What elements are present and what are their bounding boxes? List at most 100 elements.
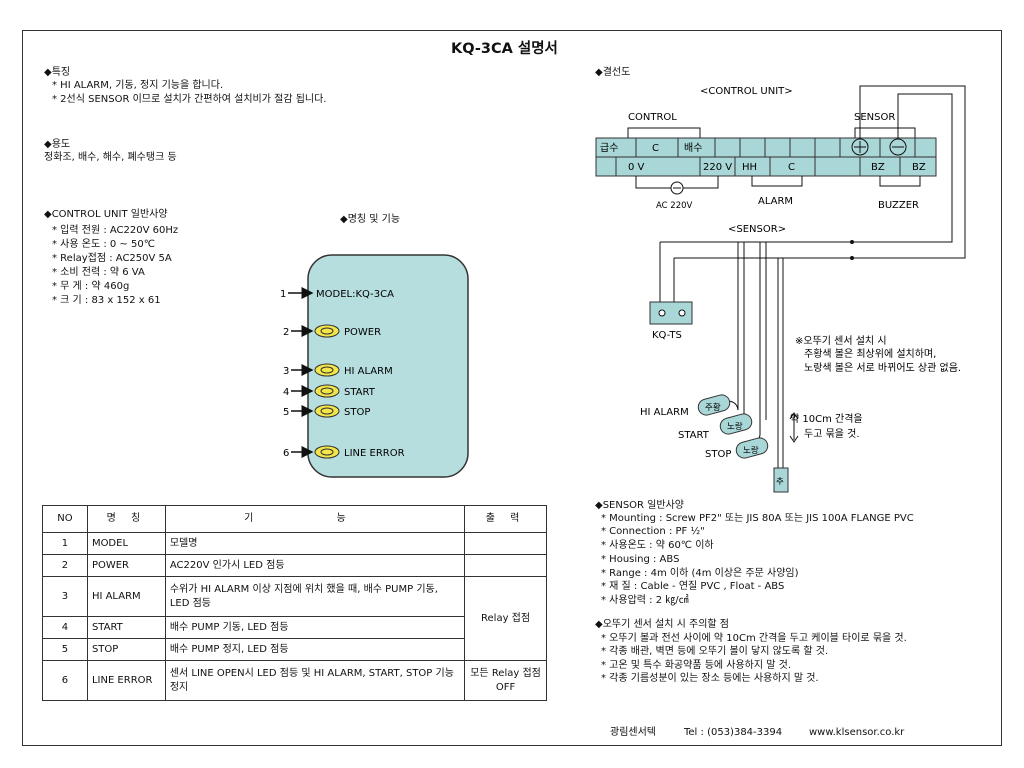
term-water-supply: 급수: [600, 142, 618, 154]
stop-led-icon: [314, 404, 340, 418]
panel-num-3: 3: [283, 366, 289, 377]
cell-no: 6: [42, 660, 88, 701]
yellow-ball-1-icon: [719, 413, 753, 435]
panel-heading: ◆명칭 및 기능: [340, 214, 401, 225]
panel-num-6: 6: [283, 448, 289, 459]
term-220v: 220 V: [703, 162, 732, 173]
panel-num-2: 2: [283, 327, 289, 338]
control-spec-line-3: * Relay접점 : AC250V 5A: [52, 253, 172, 264]
table-row: 2 POWER AC220V 인가시 LED 점등: [42, 554, 547, 577]
ball-yellow-1-label: 노랑: [727, 421, 743, 432]
alarm-label: ALARM: [758, 196, 793, 207]
table-row: 6 LINE ERROR 센서 LINE OPEN시 LED 점등 및 HI A…: [42, 660, 547, 701]
power-led-icon: [314, 324, 340, 338]
cell-function: 배수 PUMP 기동, LED 점등: [164, 616, 466, 639]
cell-no: 3: [42, 576, 88, 617]
panel-label-model: MODEL:KQ-3CA: [316, 289, 394, 300]
caution-line-4: * 각종 기름성분이 있는 장소 등에는 사용하지 말 것.: [601, 673, 819, 684]
page-title: KQ-3CA 설명서: [451, 41, 558, 57]
cautions-heading: ◆오뚜기 센서 설치 시 주의할 점: [595, 619, 729, 630]
hi-alarm-float-label: HI ALARM: [640, 407, 689, 418]
cell-output: [464, 532, 547, 555]
cell-function: 센서 LINE OPEN시 LED 점등 및 HI ALARM, START, …: [164, 660, 466, 701]
th-name: 명 칭: [86, 505, 166, 533]
cell-function: 모델명: [164, 532, 466, 555]
sensor-spec-line-5: * Range : 4m 이하 (4m 이상은 주문 사양임): [601, 568, 799, 579]
start-float-label: START: [678, 430, 710, 441]
cell-no: 2: [42, 554, 88, 577]
weight-label: 추: [776, 477, 784, 487]
table-row: 5 STOP 배수 PUMP 정지, LED 점등: [42, 638, 547, 661]
note-line-3: 노랑색 볼은 서로 바뀌어도 상관 없음.: [804, 361, 961, 374]
note-line-2: 주황색 볼은 최상위에 설치하며,: [804, 347, 936, 360]
start-led-icon: [314, 384, 340, 398]
cell-function: AC220V 인가시 LED 점등: [164, 554, 466, 577]
usage-text: 정화조, 배수, 해수, 폐수탱크 등: [44, 152, 177, 163]
control-unit-label: <CONTROL UNIT>: [700, 86, 793, 97]
kq-ts-box: [649, 301, 693, 325]
sensor-spec-line-2: * Connection : PF ½": [601, 526, 705, 537]
caution-line-3: * 고온 및 특수 화공약품 등에 사용하지 말 것.: [601, 660, 792, 671]
stop-float-label: STOP: [705, 449, 731, 460]
cell-name: MODEL: [86, 532, 166, 555]
term-drain: 배수: [684, 142, 702, 154]
control-label: CONTROL: [628, 112, 677, 123]
cell-function: 수위가 HI ALARM 이상 지점에 위치 했을 때, 배수 PUMP 기동,…: [164, 576, 466, 617]
footer-website-link[interactable]: www.klsensor.co.kr: [809, 727, 905, 738]
term-bz-1: BZ: [871, 162, 885, 173]
control-spec-heading: ◆CONTROL UNIT 일반사양: [44, 209, 168, 220]
term-0v: 0 V: [628, 162, 645, 173]
hi-alarm-led-icon: [314, 363, 340, 377]
features-heading: ◆특징: [44, 67, 71, 78]
footer-company: 광림센서텍: [610, 727, 656, 738]
th-no: NO: [42, 505, 88, 533]
panel-label-power: POWER: [344, 327, 381, 338]
sensor-spec-line-3: * 사용온도 : 약 60℃ 이하: [601, 540, 714, 551]
wiring-diagram: <CONTROL UNIT> CONTROL SENSOR 급수 C 배수 0 …: [595, 85, 966, 493]
ac-220v-label: AC 220V: [656, 201, 693, 211]
cell-no: 5: [42, 638, 88, 661]
line-error-led-icon: [314, 445, 340, 459]
term-c-bottom: C: [788, 162, 795, 173]
table-row: 3 HI ALARM 수위가 HI ALARM 이상 지점에 위치 했을 때, …: [42, 576, 547, 661]
ball-yellow-2-label: 노랑: [743, 445, 759, 456]
cell-name: POWER: [86, 554, 166, 577]
panel-label-stop: STOP: [344, 407, 370, 418]
cell-output-relay: Relay 접점: [464, 576, 547, 661]
kq-ts-label: KQ-TS: [652, 330, 682, 341]
ball-orange-label: 주황: [705, 402, 721, 413]
plus-terminal-icon: [851, 138, 869, 156]
sensor-spec-heading: ◆SENSOR 일반사양: [595, 500, 684, 511]
panel-num-4: 4: [283, 387, 289, 398]
function-table: NO 명 칭 기 능 출 력 1 MODEL 모델명 2 POWER AC220…: [42, 505, 547, 701]
features-line-1: * HI ALARM, 기동, 정지 기능을 합니다.: [52, 80, 224, 91]
gap-label-1: 약 10Cm 간격을: [790, 412, 863, 425]
caution-line-2: * 각종 배관, 벽면 등에 오뚜기 볼이 닿지 않도록 할 것.: [601, 646, 829, 657]
usage-heading: ◆용도: [44, 139, 71, 150]
sensor-label: <SENSOR>: [728, 224, 786, 235]
cell-name: START: [86, 616, 166, 639]
weight-box: [773, 467, 789, 493]
cell-output: 모든 Relay 접점 OFF: [464, 660, 547, 701]
sensor-spec-line-4: * Housing : ABS: [601, 554, 680, 565]
table-header-row: NO 명 칭 기 능 출 력: [42, 505, 547, 533]
sensor-spec-line-6: * 재 질 : Cable - 연질 PVC , Float - ABS: [601, 581, 785, 592]
control-spec-line-6: * 크 기 : 83 x 152 x 61: [52, 295, 161, 306]
cell-name: HI ALARM: [86, 576, 166, 617]
control-spec-line-1: * 입력 전원 : AC220V 60Hz: [52, 225, 179, 236]
term-hh: HH: [742, 162, 757, 173]
sensor-spec-line-1: * Mounting : Screw PF2" 또는 JIS 80A 또는 JI…: [601, 513, 914, 524]
sensor-top-label: SENSOR: [854, 112, 895, 123]
cell-no: 4: [42, 616, 88, 639]
ac-source-icon: [670, 181, 684, 195]
front-panel-diagram: 1 MODEL:KQ-3CA 2 POWER 3 HI ALARM 4 STAR…: [280, 254, 469, 478]
cell-no: 1: [42, 532, 88, 555]
orange-ball-icon: [697, 394, 731, 416]
term-bz-2: BZ: [912, 162, 926, 173]
panel-num-5: 5: [283, 407, 289, 418]
th-function: 기 능: [164, 505, 466, 533]
cell-name: LINE ERROR: [86, 660, 166, 701]
buzzer-label: BUZZER: [878, 200, 919, 211]
page-frame: [22, 30, 1002, 746]
cell-output: [464, 554, 547, 577]
